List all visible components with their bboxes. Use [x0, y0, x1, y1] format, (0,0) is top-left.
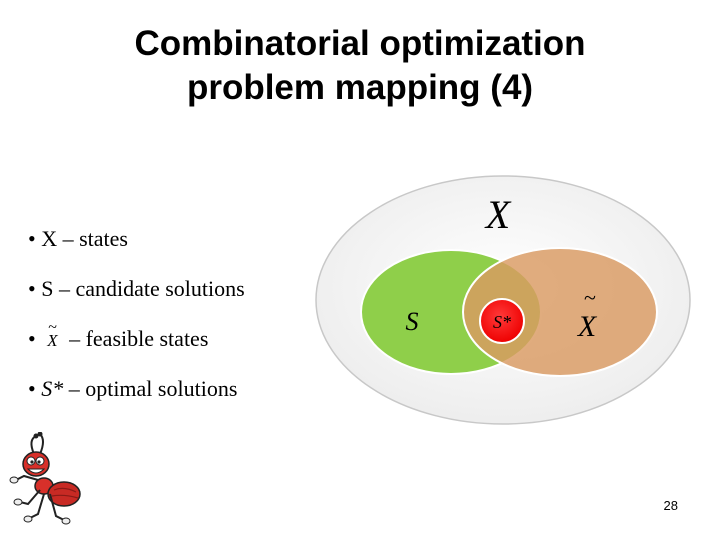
bullet-item-candidate-solutions: • S – candidate solutions — [28, 272, 245, 322]
optimal-set-circle — [479, 298, 525, 344]
outer-set-label: X — [484, 192, 512, 237]
slide-title: Combinatorial optimization problem mappi… — [0, 22, 720, 110]
bullet-dot-icon: • — [28, 276, 42, 301]
bullet-list: • X – states • S – candidate solutions •… — [28, 222, 245, 422]
candidate-set-label: S — [406, 307, 419, 336]
bullet-text: – feasible states — [63, 326, 209, 351]
bullet-dot-icon: • — [28, 326, 42, 351]
ant-mascot-icon — [9, 432, 81, 525]
bullet-symbol: S* — [41, 376, 64, 401]
slide-title-line-2: problem mapping (4) — [186, 68, 534, 107]
bullet-item-feasible-states: • X – feasible states — [28, 311, 245, 372]
slide-title-line-1: Combinatorial optimization — [134, 24, 586, 63]
bullet-text: – optimal solutions — [63, 376, 238, 401]
bullet-symbol: S — [41, 276, 54, 301]
page-number: 28 — [663, 498, 678, 513]
bullet-text: – candidate solutions — [53, 276, 245, 301]
bullet-dot-icon: • — [28, 376, 42, 401]
bullet-item-states: • X – states — [28, 222, 245, 272]
optimal-set-label: S* — [493, 312, 511, 332]
bullet-dot-icon: • — [28, 226, 42, 251]
feasible-set-label: X — [577, 310, 598, 343]
bullet-symbol-x-tilde: X — [47, 311, 57, 358]
tilde-mark-icon: ~ — [584, 285, 596, 310]
bullet-symbol: X — [41, 226, 58, 251]
bullet-item-optimal-solutions: • S* – optimal solutions — [28, 372, 245, 422]
feasible-set-ellipse — [462, 247, 658, 377]
bullet-text: – states — [57, 226, 128, 251]
